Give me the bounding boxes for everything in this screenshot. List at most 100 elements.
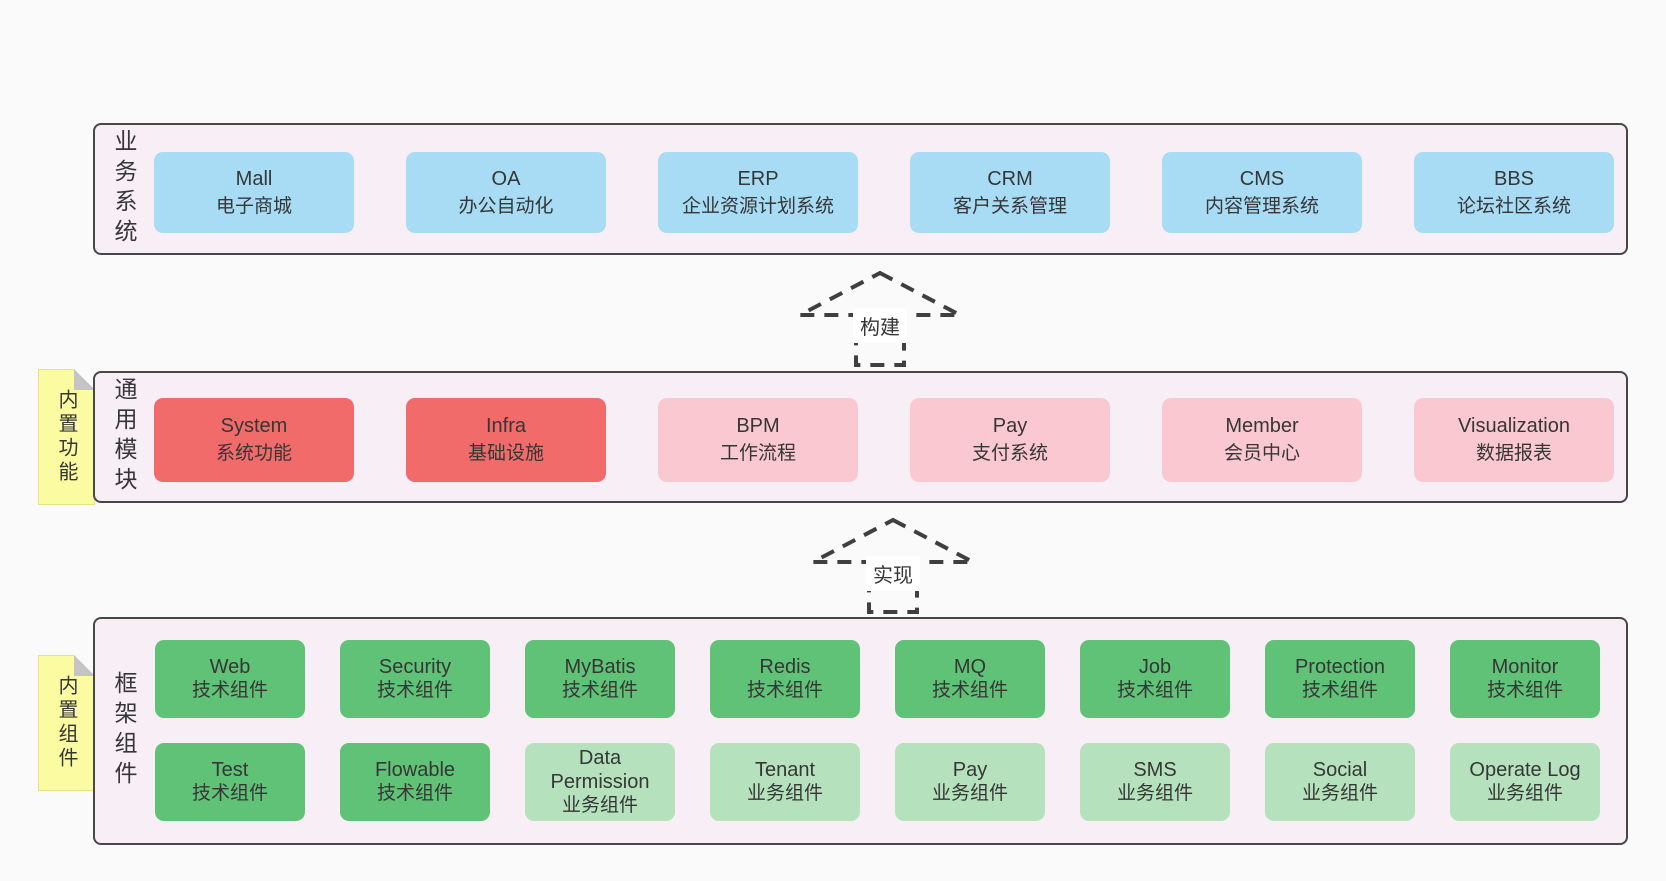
box-title: System xyxy=(220,415,288,437)
box-title: MQ xyxy=(953,656,987,678)
box-title: CRM xyxy=(987,167,1033,190)
box-flowable: Flowable 技术组件 xyxy=(340,743,490,821)
layer-framework-components: 框架组件 Web 技术组件 Security 技术组件 MyBatis 技术组件… xyxy=(93,617,1628,845)
box-title: ERP xyxy=(737,167,779,190)
box-subtitle: 企业资源计划系统 xyxy=(681,195,834,217)
box-subtitle: 技术组件 xyxy=(1116,680,1193,701)
layer-business-side-label: 业务系统 xyxy=(111,129,137,249)
box-title: Web xyxy=(209,656,251,678)
box-pay-business: Pay 业务组件 xyxy=(895,743,1045,821)
box-subtitle: 业务组件 xyxy=(931,783,1008,804)
box-bpm: BPM 工作流程 xyxy=(658,398,858,482)
box-subtitle: 技术组件 xyxy=(191,783,268,804)
box-subtitle: 基础设施 xyxy=(467,443,544,464)
box-subtitle: 业务组件 xyxy=(561,795,638,816)
box-erp: ERP 企业资源计划系统 xyxy=(658,152,858,233)
arrow-build-label: 构建 xyxy=(853,308,907,343)
box-title: Security xyxy=(378,656,452,678)
components-box-row-1: Web 技术组件 Security 技术组件 MyBatis 技术组件 Redi… xyxy=(155,640,1600,718)
box-monitor: Monitor 技术组件 xyxy=(1450,640,1600,718)
box-title: BBS xyxy=(1493,167,1535,190)
box-title: Protection xyxy=(1294,656,1386,678)
box-job: Job 技术组件 xyxy=(1080,640,1230,718)
box-title: Social xyxy=(1312,759,1368,781)
box-title: Pay xyxy=(992,415,1028,437)
box-title: Monitor xyxy=(1491,656,1559,678)
box-title: Operate Log xyxy=(1469,759,1581,781)
layer-components-side-label: 框架组件 xyxy=(111,671,137,791)
box-subtitle: 业务组件 xyxy=(1486,783,1563,804)
components-box-row-2: Test 技术组件 Flowable 技术组件 Data Permission … xyxy=(155,743,1600,821)
box-title: Job xyxy=(1138,656,1172,678)
box-title: Redis xyxy=(759,656,811,678)
arrow-implement-label: 实现 xyxy=(866,556,920,591)
box-subtitle: 业务组件 xyxy=(1301,783,1378,804)
box-title: Tenant xyxy=(754,759,816,781)
box-mybatis: MyBatis 技术组件 xyxy=(525,640,675,718)
box-subtitle: 论坛社区系统 xyxy=(1456,195,1571,217)
box-title: CMS xyxy=(1239,167,1285,190)
box-title: Test xyxy=(211,759,249,781)
box-infra: Infra 基础设施 xyxy=(406,398,606,482)
box-sms: SMS 业务组件 xyxy=(1080,743,1230,821)
box-social: Social 业务组件 xyxy=(1265,743,1415,821)
box-title: Infra xyxy=(485,415,527,437)
box-subtitle: 系统功能 xyxy=(215,443,292,464)
box-subtitle: 技术组件 xyxy=(561,680,638,701)
up-arrow-build-icon xyxy=(799,270,961,367)
layer-common-modules: 通用模块 System 系统功能 Infra 基础设施 BPM 工作流程 Pay… xyxy=(93,371,1628,503)
box-protection: Protection 技术组件 xyxy=(1265,640,1415,718)
box-subtitle: 业务组件 xyxy=(746,783,823,804)
box-title: Mall xyxy=(235,167,273,190)
box-subtitle: 工作流程 xyxy=(719,443,796,464)
layer-modules-side-label: 通用模块 xyxy=(111,377,137,497)
box-subtitle: 技术组件 xyxy=(376,680,453,701)
box-data-permission: Data Permission 业务组件 xyxy=(525,743,675,821)
box-title: BPM xyxy=(736,415,780,437)
sticky-note-label: 内置功能 xyxy=(55,389,77,485)
box-title: Data Permission xyxy=(550,747,650,793)
modules-box-row: System 系统功能 Infra 基础设施 BPM 工作流程 Pay 支付系统… xyxy=(154,398,1614,482)
box-subtitle: 技术组件 xyxy=(1301,680,1378,701)
up-arrow-implement-icon xyxy=(812,517,974,614)
box-subtitle: 技术组件 xyxy=(746,680,823,701)
box-redis: Redis 技术组件 xyxy=(710,640,860,718)
box-visualization: Visualization 数据报表 xyxy=(1414,398,1614,482)
sticky-note-built-in-components: 内置组件 xyxy=(38,655,95,791)
box-subtitle: 办公自动化 xyxy=(458,195,554,217)
box-test: Test 技术组件 xyxy=(155,743,305,821)
box-title: Visualization xyxy=(1458,415,1570,437)
box-subtitle: 业务组件 xyxy=(1116,783,1193,804)
box-subtitle: 技术组件 xyxy=(1486,680,1563,701)
box-title: OA xyxy=(491,167,521,190)
box-subtitle: 支付系统 xyxy=(971,443,1048,464)
box-crm: CRM 客户关系管理 xyxy=(910,152,1110,233)
sticky-note-built-in-functions: 内置功能 xyxy=(38,369,95,505)
box-subtitle: 客户关系管理 xyxy=(952,195,1067,217)
box-pay-system: Pay 支付系统 xyxy=(910,398,1110,482)
box-title: Flowable xyxy=(374,759,456,781)
box-mq: MQ 技术组件 xyxy=(895,640,1045,718)
box-operate-log: Operate Log 业务组件 xyxy=(1450,743,1600,821)
box-cms: CMS 内容管理系统 xyxy=(1162,152,1362,233)
box-subtitle: 内容管理系统 xyxy=(1204,195,1319,217)
box-title: MyBatis xyxy=(564,656,636,678)
box-subtitle: 技术组件 xyxy=(191,680,268,701)
box-subtitle: 电子商城 xyxy=(215,195,292,217)
box-web: Web 技术组件 xyxy=(155,640,305,718)
box-subtitle: 会员中心 xyxy=(1223,443,1300,464)
box-oa: OA 办公自动化 xyxy=(406,152,606,233)
box-member: Member 会员中心 xyxy=(1162,398,1362,482)
box-tenant: Tenant 业务组件 xyxy=(710,743,860,821)
box-subtitle: 技术组件 xyxy=(931,680,1008,701)
box-title: Pay xyxy=(952,759,988,781)
box-security: Security 技术组件 xyxy=(340,640,490,718)
box-subtitle: 技术组件 xyxy=(376,783,453,804)
box-title: SMS xyxy=(1133,759,1177,781)
layer-business-systems: 业务系统 Mall 电子商城 OA 办公自动化 ERP 企业资源计划系统 CRM… xyxy=(93,123,1628,255)
box-bbs: BBS 论坛社区系统 xyxy=(1414,152,1614,233)
box-system: System 系统功能 xyxy=(154,398,354,482)
box-title: Member xyxy=(1225,415,1299,437)
box-subtitle: 数据报表 xyxy=(1475,443,1552,464)
